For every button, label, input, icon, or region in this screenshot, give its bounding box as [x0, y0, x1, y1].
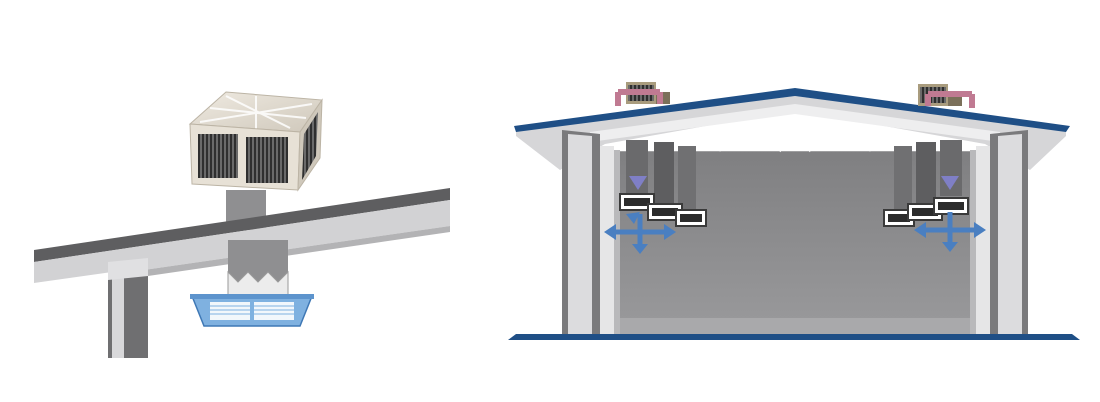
- ceiling-diffuser-flange: [190, 294, 314, 299]
- building-cross-section: [508, 82, 1080, 340]
- air-outlets-right: [883, 197, 969, 227]
- right-wall-edge: [970, 150, 976, 334]
- left-wall-edge: [614, 150, 620, 334]
- cool-airflow-arrows-right: [914, 212, 986, 252]
- left-wall-face: [568, 134, 592, 334]
- cooler-front-grille-left: [198, 134, 238, 178]
- diffuser-louvres: [210, 305, 294, 315]
- right-wall-inner: [976, 146, 990, 334]
- roof-beam-top: [34, 188, 450, 262]
- wall-column-highlight: [112, 270, 124, 358]
- roof-inner-fascia: [590, 104, 1000, 142]
- supply-duct-lower: [228, 240, 288, 286]
- right-wall-face: [998, 134, 1022, 334]
- left-wall-inner: [600, 146, 614, 334]
- floor-slab: [508, 334, 1080, 340]
- roof-beam-underside: [130, 226, 450, 276]
- intake-airflow-arrow-right: [925, 91, 975, 190]
- cooler-top-star: [199, 95, 313, 130]
- evaporative-cooler-unit: [188, 91, 323, 192]
- cooler-side-grille: [302, 112, 318, 180]
- air-outlets-left: [619, 193, 707, 227]
- cool-airflow-arrows-left: [604, 212, 676, 254]
- wall-column-cap: [108, 258, 148, 280]
- interior-floor: [580, 318, 1010, 334]
- pitched-roof-underside: [516, 96, 1066, 170]
- intake-airflow-arrow-left: [615, 89, 663, 190]
- rooftop-unit-detail: [34, 91, 450, 358]
- cooler-front-grille-right: [246, 137, 288, 183]
